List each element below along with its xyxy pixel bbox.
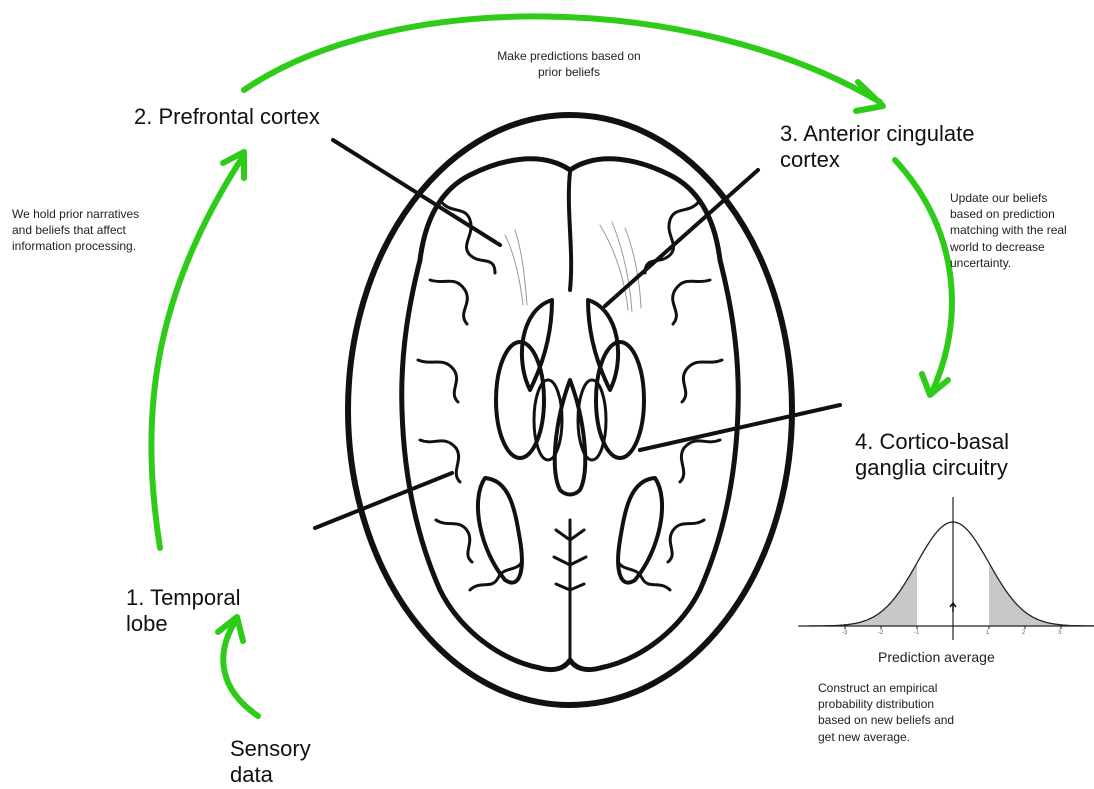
label-anterior-cingulate-line2: cortex <box>780 147 974 173</box>
tick-label: 1 <box>986 630 989 636</box>
mean-arrow <box>950 603 956 612</box>
arrow-cingulate-to-basal <box>895 160 952 392</box>
gyri-right <box>618 200 722 590</box>
distribution-plot <box>798 497 1094 640</box>
leader-cingulate <box>605 170 758 306</box>
note-construct-line2: probability distribution <box>818 696 954 712</box>
leader-prefrontal <box>333 140 500 245</box>
leader-temporal <box>315 473 452 528</box>
label-anterior-cingulate-line1: 3. Anterior cingulate <box>780 121 974 147</box>
note-construct-line4: get new average. <box>818 729 954 745</box>
label-sensory-data: Sensory data <box>230 736 311 789</box>
tick-label: -3 <box>842 630 847 636</box>
distribution-xlabel: Prediction average <box>878 649 995 666</box>
arrowhead-cingulate <box>856 82 883 111</box>
note-construct-line3: based on new beliefs and <box>818 712 954 728</box>
label-temporal-lobe: 1. Temporal lobe <box>126 585 241 638</box>
note-predict-line1: Make predictions based on <box>479 48 659 64</box>
tick-label: 3 <box>1058 630 1061 636</box>
right-tail-shade <box>989 563 1094 626</box>
white-matter-fibres <box>505 222 641 312</box>
tick-label: -2 <box>878 630 883 636</box>
label-sensory-data-line1: Sensory <box>230 736 311 762</box>
tick-label: 2 <box>1022 630 1025 636</box>
label-cortico-basal-line2: ganglia circuitry <box>855 455 1009 481</box>
note-update-line4: world to decrease <box>950 239 1067 255</box>
note-prior-narratives: We hold prior narratives and beliefs tha… <box>12 206 139 255</box>
left-tail-shade <box>809 563 917 626</box>
note-update-line5: uncertainty. <box>950 255 1067 271</box>
midline-fissure <box>569 172 571 290</box>
note-construct-distribution: Construct an empirical probability distr… <box>818 680 954 745</box>
brain-drawing <box>315 115 840 705</box>
note-prior-line3: information processing. <box>12 238 139 254</box>
label-temporal-lobe-line2: lobe <box>126 611 241 637</box>
label-cortico-basal-line1: 4. Cortico-basal <box>855 429 1009 455</box>
label-anterior-cingulate: 3. Anterior cingulate cortex <box>780 121 974 174</box>
label-prefrontal-cortex: 2. Prefrontal cortex <box>134 104 320 130</box>
tick-label: -1 <box>914 630 919 636</box>
normal-curve <box>809 522 1094 626</box>
label-temporal-lobe-line1: 1. Temporal <box>126 585 241 611</box>
note-update-beliefs: Update our beliefs based on prediction m… <box>950 190 1067 271</box>
label-cortico-basal: 4. Cortico-basal ganglia circuitry <box>855 429 1009 482</box>
note-update-line3: matching with the real <box>950 222 1067 238</box>
note-predict-line2: prior beliefs <box>479 64 659 80</box>
note-prior-line1: We hold prior narratives <box>12 206 139 222</box>
label-sensory-data-line2: data <box>230 762 311 788</box>
note-prior-line2: and beliefs that affect <box>12 222 139 238</box>
occipital-branches <box>554 520 586 660</box>
note-construct-line1: Construct an empirical <box>818 680 954 696</box>
arrow-temporal-to-prefrontal <box>151 158 242 548</box>
note-update-line2: based on prediction <box>950 206 1067 222</box>
note-make-predictions: Make predictions based on prior beliefs <box>479 48 659 80</box>
gyri-left <box>418 200 522 590</box>
note-update-line1: Update our beliefs <box>950 190 1067 206</box>
